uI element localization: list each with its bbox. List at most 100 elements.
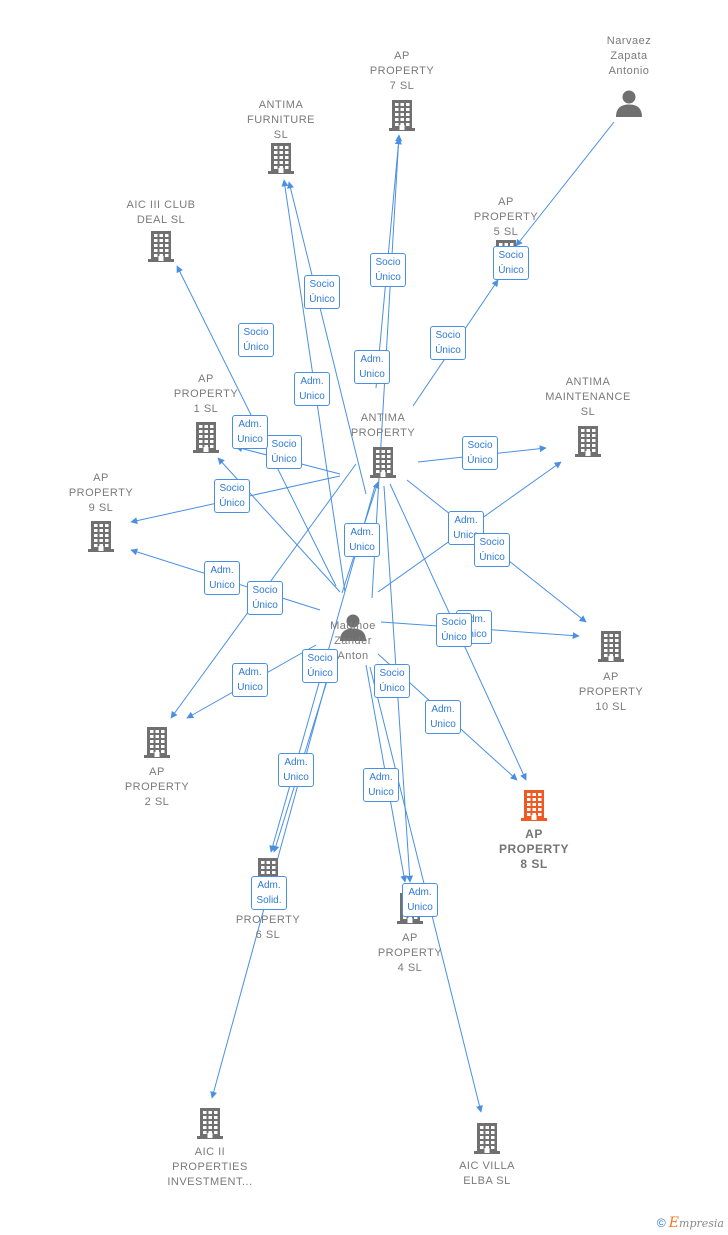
edge-label[interactable]: Adm. Unico [344, 523, 380, 557]
edge-label[interactable]: Adm.Unico [232, 415, 268, 449]
node-label-line: Zander [334, 635, 372, 647]
edge-label-line: Único [219, 498, 245, 509]
edge-label-line: Unico [461, 629, 487, 640]
edge-label-line: Unico [359, 369, 385, 380]
building-icon [597, 629, 625, 668]
node-label-line: 4 SL [397, 962, 423, 974]
edge-label[interactable]: Adm. Unico [354, 350, 390, 384]
edge-label-line: Adm. [454, 515, 478, 526]
edge-label[interactable]: Adm.Unico [448, 511, 484, 545]
building-icon [196, 1106, 224, 1145]
node-label-line: SL [580, 406, 596, 418]
node-label-line: PROPERTY [124, 781, 190, 793]
edge-label-line: Socio [479, 537, 505, 548]
edge-label-line: Socio [309, 279, 335, 290]
building-icon [520, 788, 548, 827]
node-label-line: AP [394, 50, 410, 62]
node-label-line: PROPERTY [377, 947, 443, 959]
edge-label[interactable]: Adm.Unico [232, 663, 268, 697]
node-label-line: AIC VILLA [459, 1160, 515, 1172]
node-label-line: AP [93, 472, 109, 484]
node-label-line: Anton [337, 650, 369, 662]
edge-label[interactable]: Adm.Solid. [251, 876, 287, 910]
building-icon [267, 141, 295, 180]
node-label-line: AIC II [194, 1146, 226, 1158]
edge-label[interactable]: Adm.Unico [402, 883, 438, 917]
node-label-line: PROPERTY [498, 842, 569, 856]
node-label: ANTIMA MAINTENANCE SL [508, 375, 668, 420]
edge-label-line: Adm. [360, 354, 384, 365]
node-label-line: 9 SL [88, 502, 114, 514]
edge-label-line: Único [435, 345, 461, 356]
node-label-line: AP [603, 671, 619, 683]
edge-label-line: Socio [271, 439, 297, 450]
building-icon [574, 424, 602, 463]
node-label-line: FURNITURE [246, 114, 316, 126]
edge-label-line: Socio [435, 330, 461, 341]
node-label-line: INVESTMENT... [167, 1176, 253, 1188]
edge-label-line: Adm. [257, 880, 281, 891]
edge-label-line: Socio [307, 653, 333, 664]
edge-label[interactable]: Adm.Unico [278, 753, 314, 787]
edge-label-line: Socio [498, 250, 524, 261]
node-label-line: Narvaez [606, 35, 652, 47]
node-label-line: SL [273, 129, 289, 141]
edge-label[interactable]: Adm.Unico [204, 561, 240, 595]
edge-label[interactable]: Adm.Unico [425, 700, 461, 734]
edge-label-line: Unico [237, 682, 263, 693]
node-label-line: MAINTENANCE [545, 391, 631, 403]
node-label-line: Zapata [610, 50, 648, 62]
edge-label[interactable]: Adm.Unico [363, 768, 399, 802]
edge-label-line: Unico [349, 542, 375, 553]
footer-brand[interactable]: © Empresia [657, 1215, 724, 1231]
edge-label-line: Único [271, 454, 297, 465]
node-label-line: 1 SL [193, 403, 219, 415]
node-label-line: AP [149, 766, 165, 778]
edge-label-line: Único [441, 632, 467, 643]
edge-label-line: Unico [407, 902, 433, 913]
node-label-line: PROPERTY [369, 65, 435, 77]
edge-label-line: Adm. [369, 772, 393, 783]
node-label-line: 2 SL [144, 796, 170, 808]
edge-label-line: Adm. [238, 419, 262, 430]
edge-label-line: Unico [299, 391, 325, 402]
edge-label-line: Único [375, 272, 401, 283]
edge-label-line: Socio [252, 585, 278, 596]
edge-label-line: Adm. [462, 614, 486, 625]
node-label-line: PROPERTY [68, 487, 134, 499]
node-label-line: ANTIMA [565, 376, 611, 388]
edge-label-line: Socio [379, 668, 405, 679]
edge-label-line: Único [252, 600, 278, 611]
edge-label[interactable]: Adm.Unico [294, 372, 330, 406]
edge-label-line: Unico [430, 719, 456, 730]
edge-label-line: Adm. [210, 565, 234, 576]
node-label-line: PROPERTY [350, 427, 416, 439]
building-icon [192, 420, 220, 459]
edge-label-line: Único [498, 265, 524, 276]
node-label-line: AP [498, 196, 514, 208]
edge-label-line: Adm. [350, 527, 374, 538]
node-label-line: DEAL SL [136, 214, 186, 226]
edge-label-line: Único [309, 294, 335, 305]
